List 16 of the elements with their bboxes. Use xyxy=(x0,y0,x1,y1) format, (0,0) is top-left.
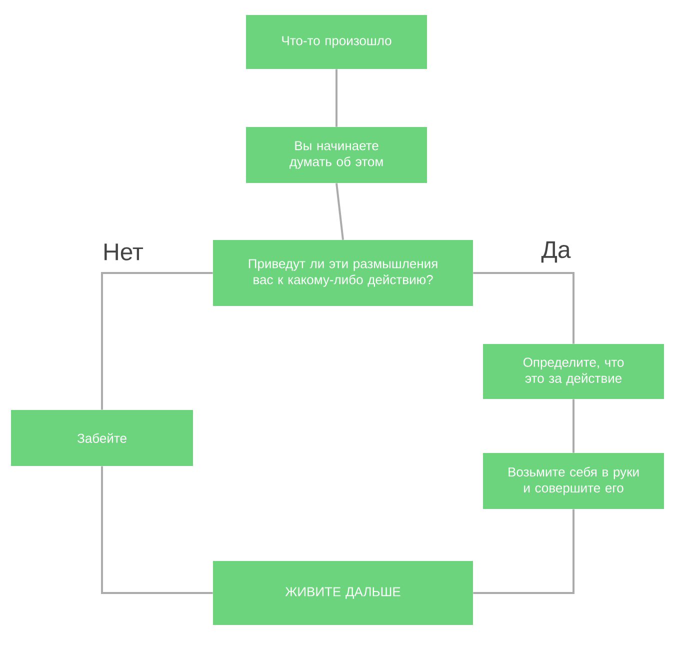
process-box: Определите, что это за действие xyxy=(483,344,664,399)
process-box: Забейте xyxy=(11,410,193,466)
process-box: Приведут ли эти размышления вас к какому-либо действию? xyxy=(213,240,473,306)
connector-line xyxy=(336,183,344,240)
connector-line xyxy=(572,399,574,453)
connector-line xyxy=(101,466,213,594)
process-box: ЖИВИТЕ ДАЛЬШЕ xyxy=(213,561,473,625)
connector-line xyxy=(101,272,213,410)
process-box: Что-то произошло xyxy=(246,15,427,69)
edge-label: Да xyxy=(541,241,571,263)
connector-line xyxy=(473,272,574,344)
process-box: Вы начинаете думать об этом xyxy=(246,127,427,183)
process-box: Возьмите себя в руки и совершите его xyxy=(483,453,664,509)
edge-label: Нет xyxy=(104,244,144,260)
connector-line xyxy=(336,69,338,127)
connector-line xyxy=(473,509,574,594)
